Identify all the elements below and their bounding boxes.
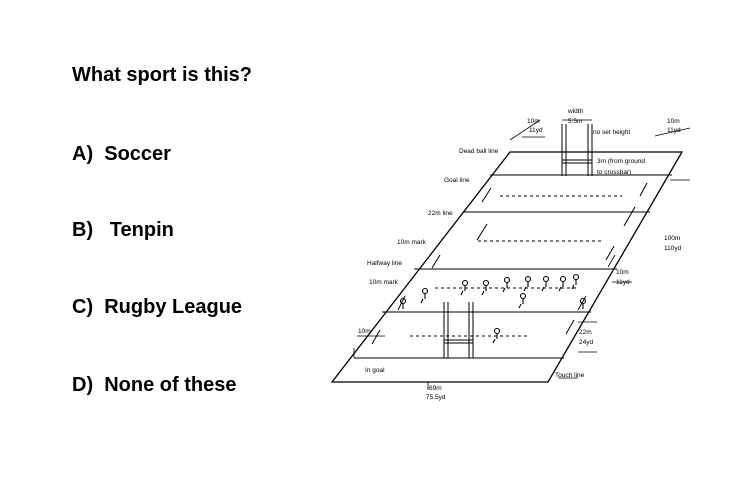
option-text: Rugby League xyxy=(104,296,243,318)
field-outline xyxy=(330,151,684,383)
label-69m: 69m xyxy=(429,385,442,392)
15m-tick-marks xyxy=(371,182,648,345)
label-right-11yd: 11yd xyxy=(667,127,681,134)
label-halfway-line: Halfway line xyxy=(367,260,402,267)
diagram-labels: Dead ball line Goal line 22m line 10m ma… xyxy=(358,108,682,401)
answer-option-b[interactable]: B) Tenpin xyxy=(72,219,174,242)
option-letter: C) xyxy=(72,296,94,318)
option-letter: B) xyxy=(72,219,94,241)
answer-option-a[interactable]: A) Soccer xyxy=(72,143,171,166)
answer-option-c[interactable]: C) Rugby League xyxy=(72,296,242,319)
label-top-10m: 10m xyxy=(527,118,540,125)
label-in-goal: In goal xyxy=(365,367,385,374)
option-text: Soccer xyxy=(104,143,171,165)
label-top-11yd: 11yd xyxy=(529,127,543,134)
label-no-set-height: no set height xyxy=(593,129,630,136)
label-right-10m: 10m xyxy=(667,118,680,125)
player-icon xyxy=(558,275,567,292)
dimension-lines xyxy=(353,119,691,390)
player-icon xyxy=(541,275,550,292)
label-mid-10m: 10m xyxy=(616,269,629,276)
player-icon xyxy=(460,279,469,296)
label-dead-ball-line: Dead ball line xyxy=(459,148,499,155)
player-icon xyxy=(492,327,501,344)
label-crossbar-height-b: to crossbar) xyxy=(597,169,631,176)
player-icon xyxy=(399,297,407,309)
player-icon xyxy=(579,297,587,309)
player-icon xyxy=(518,292,527,309)
answer-option-d[interactable]: D) None of these xyxy=(72,374,236,397)
label-10m-mark: 10m mark xyxy=(397,239,427,246)
label-post-width-value: 5.5m xyxy=(568,118,582,125)
label-mid-11yd: 11yd xyxy=(616,279,630,286)
player-icon xyxy=(571,273,580,290)
label-22m-line: 22m line xyxy=(428,210,453,217)
label-goal-line: Goal line xyxy=(444,177,470,184)
option-letter: A) xyxy=(72,143,94,165)
option-text: Tenpin xyxy=(104,219,174,241)
label-110yd: 110yd xyxy=(664,245,682,252)
option-text: None of these xyxy=(104,374,237,396)
label-10m-mark-lower: 10m mark xyxy=(369,279,399,286)
player-icon xyxy=(502,276,511,293)
label-22m-right: 22m xyxy=(579,329,592,336)
goal-posts-bottom xyxy=(443,302,474,358)
option-letter: D) xyxy=(72,374,94,396)
label-crossbar-height: 3m (from ground xyxy=(597,158,645,165)
player-icon xyxy=(523,275,532,292)
label-24yd: 24yd xyxy=(579,339,593,346)
player-icon xyxy=(420,287,429,304)
label-10m-left: 10m xyxy=(358,328,371,335)
player-icon xyxy=(481,279,490,296)
question-title: What sport is this? xyxy=(72,64,252,86)
goal-posts-top xyxy=(561,124,593,176)
players xyxy=(399,273,587,344)
label-100m: 100m xyxy=(664,235,680,242)
label-post-width: width xyxy=(567,108,584,115)
label-touch-line: Touch line xyxy=(555,372,585,379)
label-75-5yd: 75.5yd xyxy=(426,394,446,401)
